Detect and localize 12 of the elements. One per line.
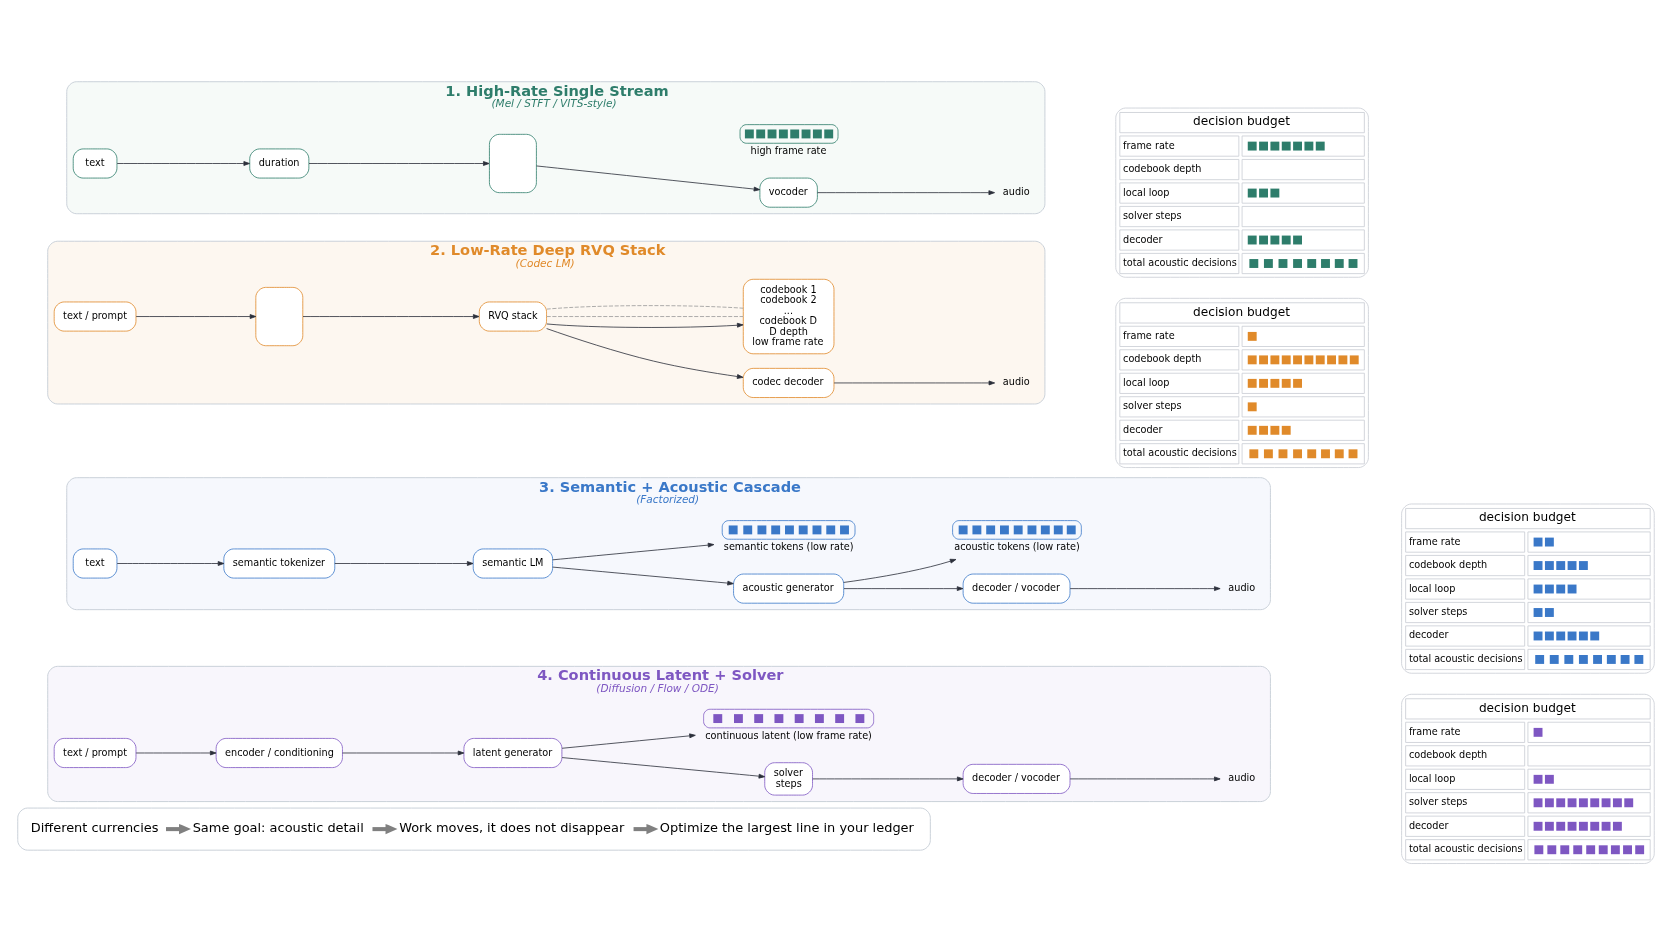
node-label: acoustic tokens (low rate) xyxy=(954,540,1080,552)
node-text: audio xyxy=(1228,581,1256,593)
node-text: Optimize the largest line in your ledger xyxy=(659,819,914,835)
node-text: audio xyxy=(1002,185,1030,197)
node-text: Different currencies xyxy=(30,819,159,835)
node-text: Same goal: acoustic detail xyxy=(192,819,364,835)
node-text: Work moves, it does not disappear xyxy=(399,819,625,835)
node-text: audio xyxy=(1228,771,1256,783)
node-label: semantic tokens (low rate) xyxy=(723,540,854,552)
node-text: audio xyxy=(1002,375,1030,387)
node-label: continuous latent (low frame rate) xyxy=(705,729,872,741)
node-label: high frame rate xyxy=(750,144,827,156)
